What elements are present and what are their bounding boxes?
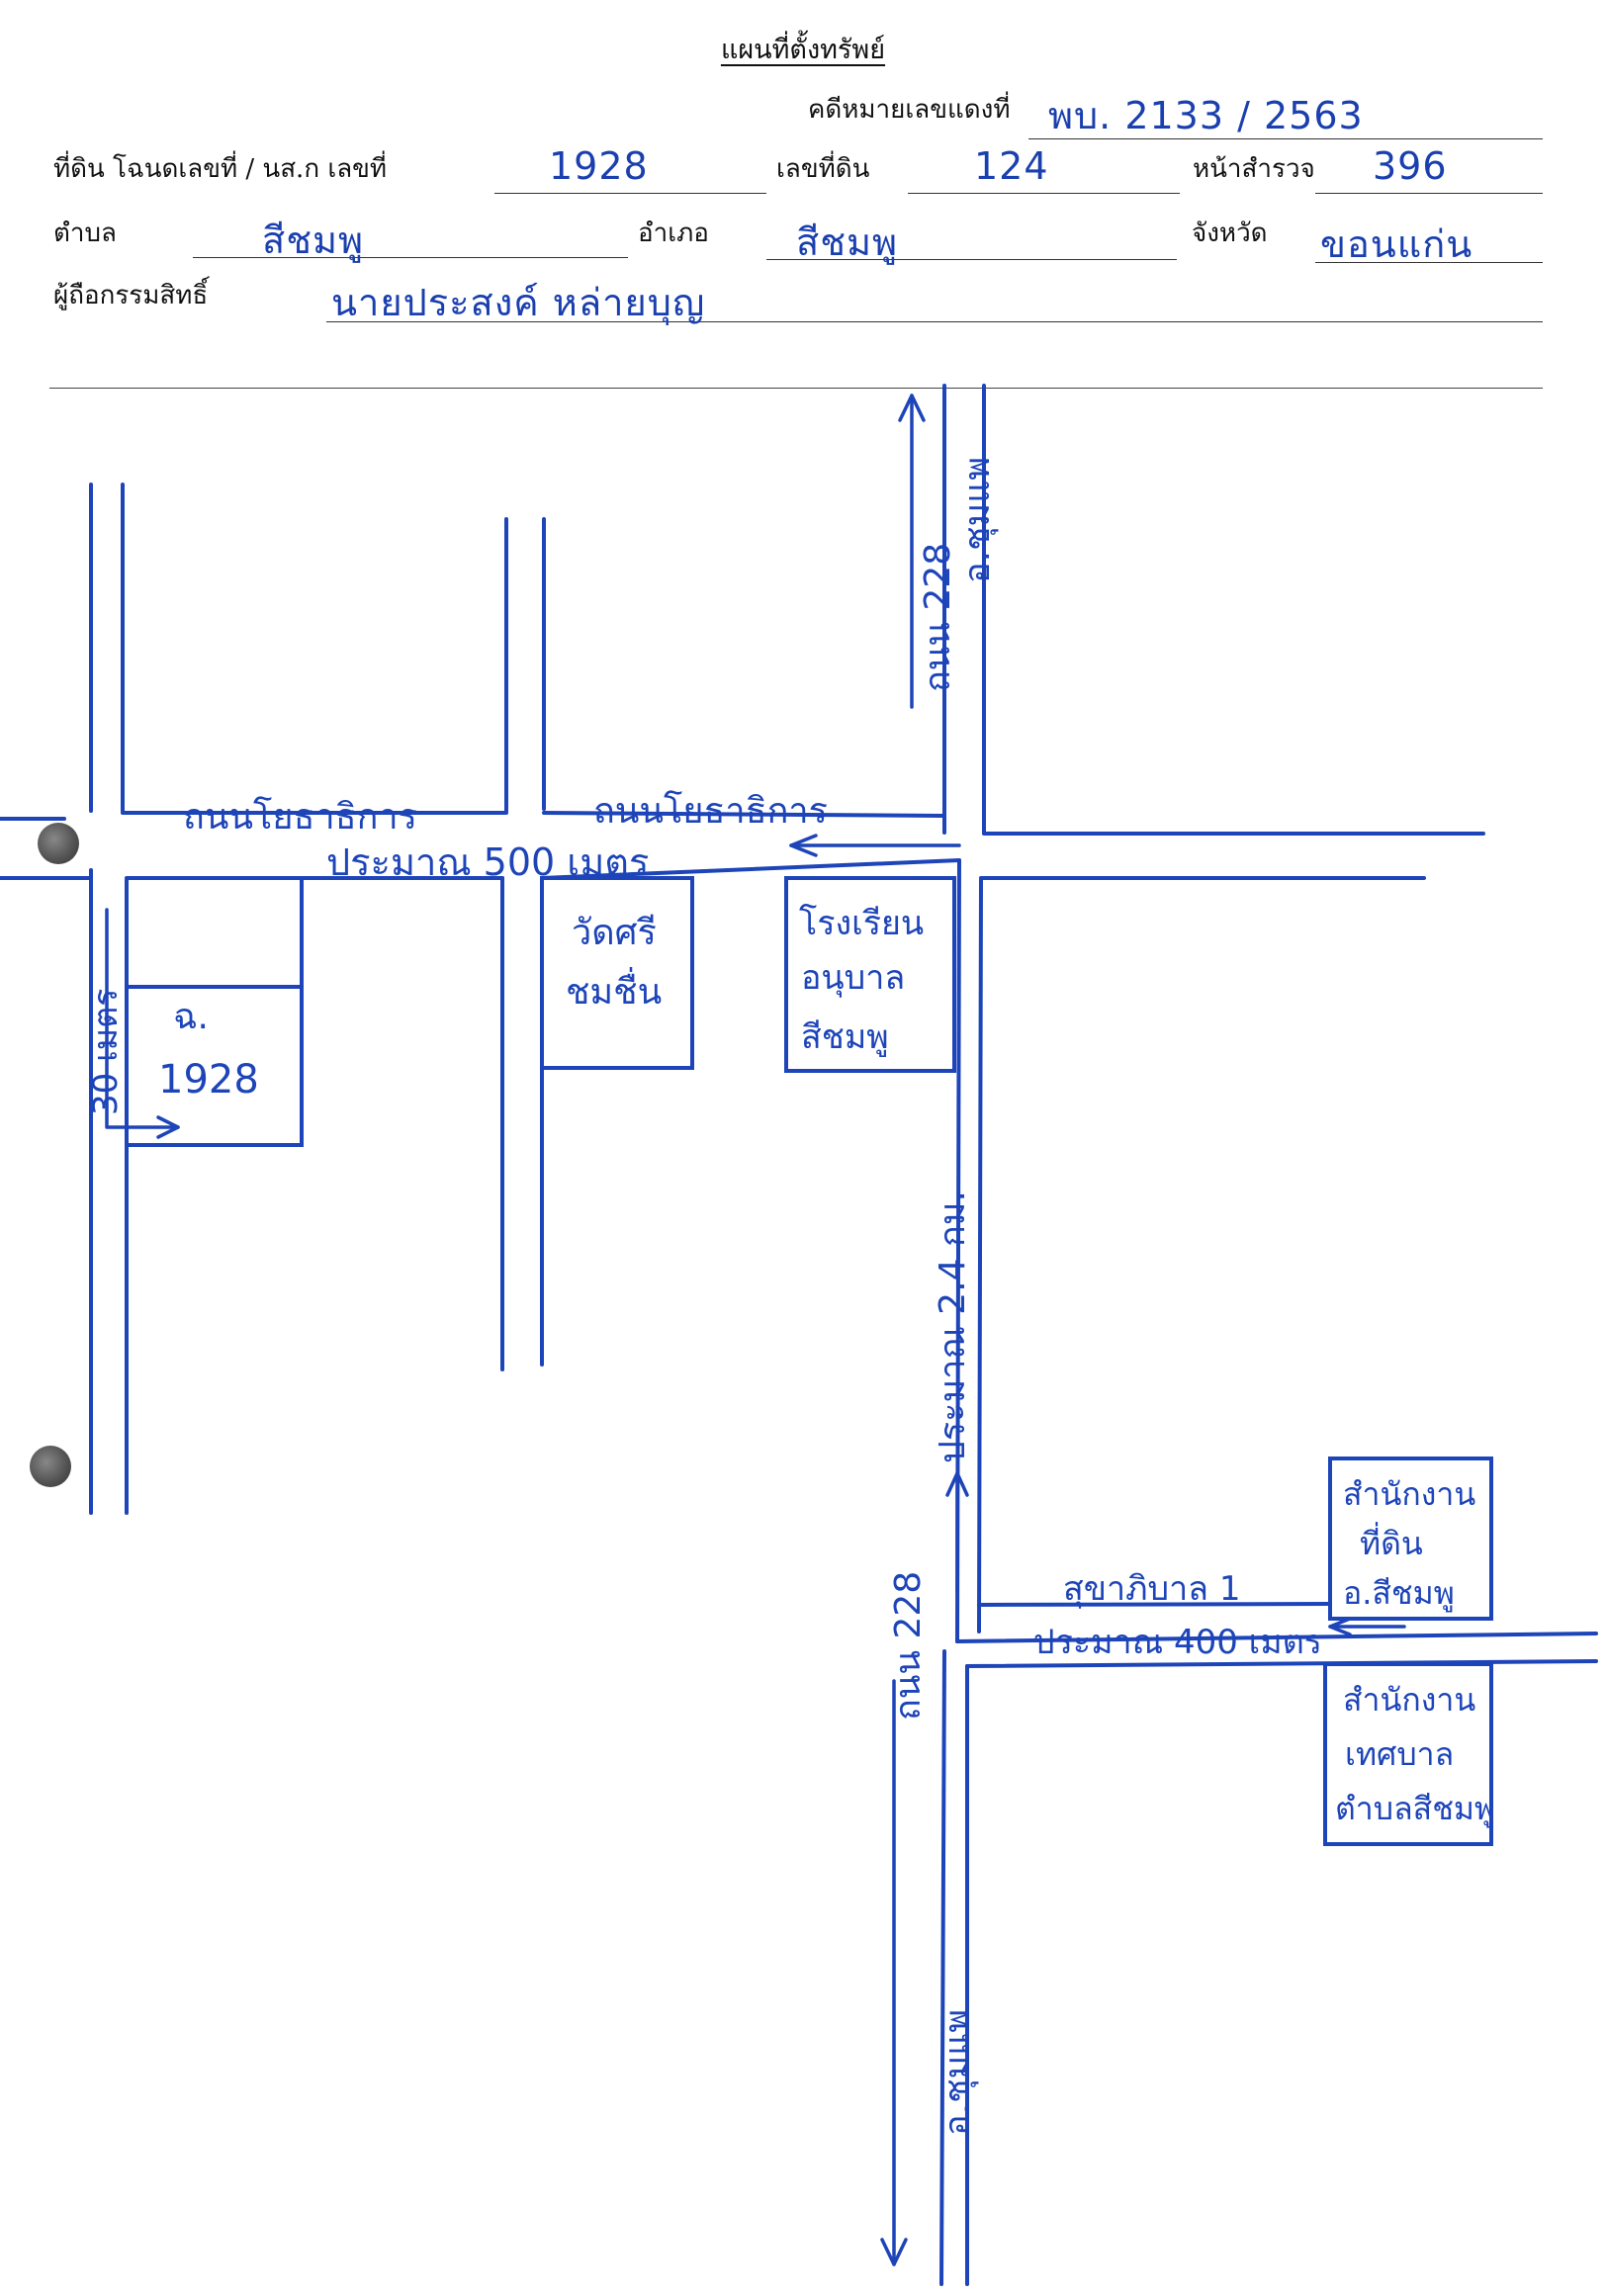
yotha-road-bottom-segment-3 — [540, 858, 961, 880]
province-value: ขอนแก่น — [1320, 222, 1473, 266]
distance-500m-label: ประมาณ 500 เมตร — [326, 840, 649, 884]
punch-hole-top — [38, 823, 79, 864]
school-label-line-1: โรงเรียน — [799, 904, 924, 943]
tambon-value: สีชมพู — [262, 219, 365, 262]
deed-number-value: 1928 — [549, 144, 649, 188]
road-north-destination: อ.ชุมแพ — [957, 457, 999, 583]
west-arrow-head — [789, 834, 818, 857]
temple-label-line-2: ชมชื่น — [566, 967, 662, 1013]
sukhapiban-road-north — [977, 1602, 1332, 1607]
amphoe-value: สีชมพู — [796, 221, 899, 264]
highway-228-west-south — [939, 1649, 946, 2286]
owner-label: ผู้ถือกรรมสิทธิ์ — [53, 281, 209, 310]
land-office-label-line-3: อ.สีชมพู — [1343, 1574, 1455, 1613]
west-arrow-lower-head — [1328, 1617, 1352, 1636]
south-arrow-head — [880, 2238, 908, 2266]
yotha-road-right-label: ถนนโยธาธิการ — [593, 790, 828, 832]
sukhapiban-road-south — [965, 1659, 1598, 1668]
land-number-underline — [908, 193, 1180, 194]
tambon-label: ตำบล — [53, 219, 117, 248]
owner-value: นายประสงค์ หล่ายบุญ — [331, 281, 706, 324]
road-south-destination: อ.ชุมแพ — [937, 2009, 979, 2136]
distance-400m-label: ประมาณ 400 เมตร — [1033, 1623, 1322, 1662]
dimension-30m-arrow — [105, 908, 180, 1129]
road-south-label: ถนน 228 — [888, 1571, 929, 1721]
sukhapiban-road-mid — [955, 1632, 1598, 1643]
land-number-label: เลขที่ดิน — [776, 154, 870, 184]
survey-page-value: 396 — [1373, 144, 1448, 188]
municipal-office-label-line-3: ตำบลสีชมพู — [1335, 1790, 1495, 1828]
municipal-office-outline — [1323, 1662, 1493, 1846]
case-number-label: คดีหมายเลขแดงที่ — [808, 95, 1011, 125]
parcel-label-line-1: ฉ. — [173, 997, 209, 1037]
parcel-label-line-2: 1928 — [158, 1057, 259, 1103]
distance-30m-label: 30 เมตร — [86, 989, 126, 1115]
province-underline — [1315, 262, 1543, 263]
parcel-1928-outline — [127, 878, 304, 1147]
school-outline — [784, 876, 956, 1073]
land-office-outline — [1328, 1457, 1493, 1621]
land-number-value: 124 — [974, 144, 1049, 188]
temple-label-line-1: วัดศรี — [572, 913, 657, 953]
document-title: แผนที่ตั้งทรัพย์ — [720, 35, 886, 65]
yotha-road-left-label: ถนนโยธาธิการ — [183, 796, 417, 838]
land-office-label-line-2: ที่ดิน — [1360, 1522, 1423, 1562]
tambon-underline — [193, 257, 628, 258]
owner-underline — [326, 321, 1543, 322]
deed-number-underline — [494, 193, 766, 194]
municipal-office-label-line-2: เทศบาล — [1345, 1735, 1454, 1773]
case-number-underline — [1028, 138, 1543, 139]
school-label-line-3: สีชมพู — [801, 1017, 889, 1057]
survey-page-label: หน้าสำรวจ — [1193, 154, 1315, 184]
distance-2-4km-label: ประมาณ 2.4 กม. — [933, 1191, 973, 1463]
header-divider — [49, 388, 1543, 389]
municipal-office-label-line-1: สำนักงาน — [1343, 1681, 1475, 1719]
amphoe-underline — [766, 259, 1177, 260]
yotha-road-top-segment-3 — [542, 811, 946, 818]
land-office-label-line-1: สำนักงาน — [1343, 1475, 1475, 1513]
dimension-30m-arrow-head — [156, 1115, 180, 1139]
province-label: จังหวัด — [1192, 219, 1268, 248]
punch-hole-bottom — [30, 1446, 71, 1487]
school-label-line-2: อนุบาล — [801, 958, 905, 998]
north-arrow-head — [898, 394, 926, 422]
temple-outline — [540, 876, 694, 1070]
road-north-label: ถนน 228 — [918, 543, 958, 692]
amphoe-label: อำเภอ — [638, 219, 709, 248]
north-arrow-mid-head — [945, 1471, 969, 1497]
deed-number-label: ที่ดิน โฉนดเลขที่ / นส.ก เลขที่ — [53, 154, 388, 184]
sukhapiban-road-label: สุขาภิบาล 1 — [1063, 1569, 1240, 1609]
highway-228-east-mid — [977, 878, 983, 1634]
survey-page-underline — [1315, 193, 1543, 194]
case-number-value: พบ. 2133 / 2563 — [1048, 94, 1364, 137]
